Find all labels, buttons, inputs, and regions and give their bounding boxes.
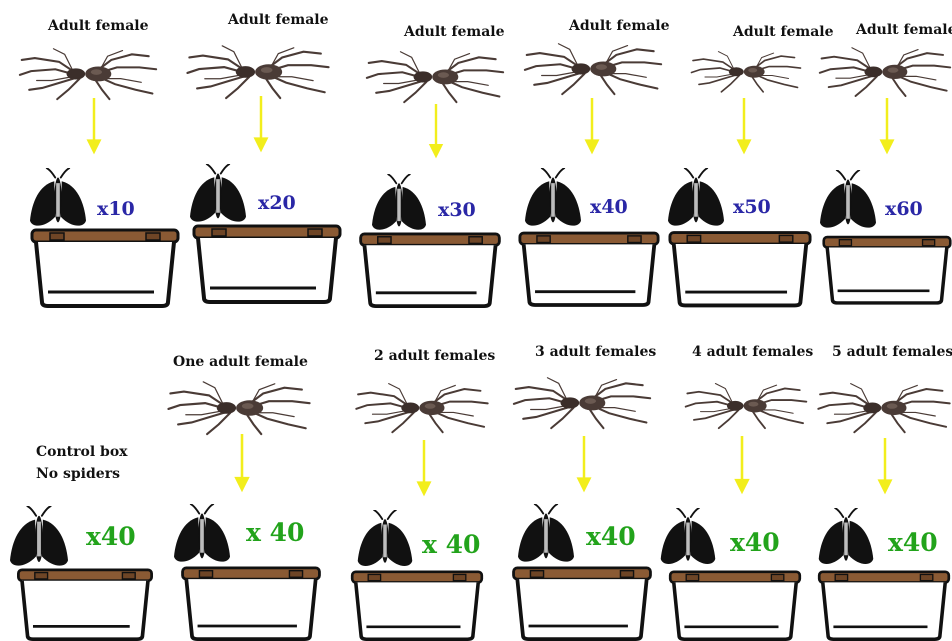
arrow-down-icon <box>876 438 894 496</box>
bottom-label-6: 5 adult females <box>832 344 952 360</box>
control-line-1: Control box <box>36 441 128 463</box>
moth-icon <box>660 508 716 568</box>
top-count-6: x60 <box>885 198 923 220</box>
top-count-2: x20 <box>258 192 296 214</box>
control-line-2: No spiders <box>36 463 128 485</box>
spider-icon <box>364 48 506 104</box>
box-icon <box>176 566 326 641</box>
arrow-down-icon <box>878 98 896 156</box>
arrow-down-icon <box>583 98 601 156</box>
moth-icon <box>818 508 874 568</box>
moth-icon <box>10 506 68 570</box>
bottom-count-6: x40 <box>888 528 938 557</box>
box-icon <box>508 566 656 641</box>
bottom-count-4: x40 <box>586 522 636 551</box>
top-label-4: Adult female <box>569 18 670 34</box>
box-icon <box>816 570 952 641</box>
box-icon <box>192 224 342 304</box>
arrow-down-icon <box>233 434 251 494</box>
top-label-1: Adult female <box>48 18 149 34</box>
box-icon <box>668 230 812 308</box>
top-label-6: Adult female <box>856 22 952 38</box>
box-icon <box>356 232 504 308</box>
spider-icon <box>164 378 314 436</box>
box-icon <box>660 570 810 641</box>
arrow-down-icon <box>735 98 753 156</box>
top-count-5: x50 <box>733 196 771 218</box>
moth-icon <box>668 168 724 230</box>
box-icon <box>30 228 180 308</box>
bottom-count-5: x40 <box>730 528 780 557</box>
box-icon <box>344 570 490 641</box>
spider-icon <box>816 380 952 434</box>
arrow-down-icon <box>85 98 103 156</box>
box-icon <box>8 568 162 641</box>
moth-icon <box>174 504 230 566</box>
bottom-label-4: 3 adult females <box>535 344 656 360</box>
top-label-3: Adult female <box>404 24 505 40</box>
spider-icon <box>18 45 158 101</box>
arrow-down-icon <box>575 436 593 494</box>
moth-icon <box>30 168 86 230</box>
bottom-label-2: One adult female <box>173 354 308 370</box>
box-icon <box>822 232 952 308</box>
top-count-4: x40 <box>590 196 628 218</box>
spider-icon <box>818 44 952 98</box>
arrow-down-icon <box>733 436 751 496</box>
bottom-label-3: 2 adult females <box>374 348 495 364</box>
moth-icon <box>525 168 581 230</box>
spider-icon <box>512 374 652 430</box>
moth-icon <box>518 504 574 566</box>
top-label-5: Adult female <box>733 24 834 40</box>
moth-icon <box>190 164 246 226</box>
spider-icon <box>352 380 492 434</box>
spider-icon <box>684 380 808 430</box>
spider-icon <box>183 42 333 100</box>
top-count-1: x10 <box>97 198 135 220</box>
spider-icon <box>690 46 802 96</box>
bottom-label-5: 4 adult females <box>692 344 813 360</box>
bottom-count-2: x 40 <box>246 518 304 547</box>
bottom-count-1: x40 <box>86 522 136 551</box>
arrow-down-icon <box>415 440 433 498</box>
top-count-3: x30 <box>438 199 476 221</box>
moth-icon <box>372 174 426 234</box>
bottom-count-3: x 40 <box>422 530 480 559</box>
control-box-label: Control box No spiders <box>36 441 128 485</box>
spider-icon <box>522 40 664 96</box>
box-icon <box>518 230 660 308</box>
moth-icon <box>357 510 413 570</box>
arrow-down-icon <box>427 104 445 160</box>
arrow-down-icon <box>252 96 270 154</box>
top-label-2: Adult female <box>228 12 329 28</box>
moth-icon <box>820 170 876 232</box>
